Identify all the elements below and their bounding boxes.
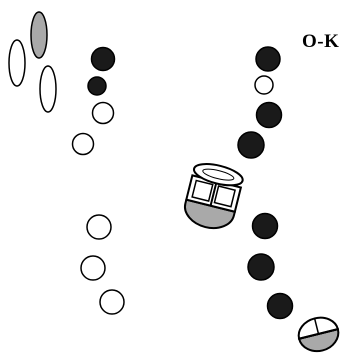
circle-white-5 [99,289,125,315]
composite-figure-small [297,316,340,353]
circle-white-2 [71,132,95,156]
ellipse-white-right [39,65,57,113]
circle-black-6 [251,212,279,240]
circle-black-7 [247,253,275,281]
circle-white-4 [80,255,106,281]
circle-white-3 [86,214,112,240]
circle-white-1 [91,101,115,125]
circle-white-6 [254,75,274,95]
composite-figure-large [183,163,244,230]
circle-black-1 [90,46,116,72]
label-ok: O-K [302,31,340,52]
ellipse-white-left [8,39,26,87]
ellipse-gray-top [30,11,48,59]
circle-black-4 [255,101,283,129]
circle-black-3 [255,46,281,72]
circle-black-2 [87,76,107,96]
circle-black-8 [266,292,294,320]
circle-black-5 [237,131,265,159]
